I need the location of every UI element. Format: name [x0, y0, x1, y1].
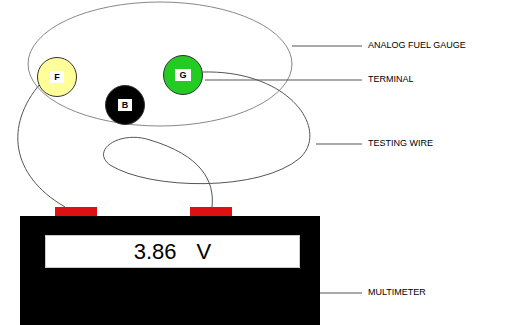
multimeter-display: 3.86 V: [45, 235, 300, 268]
terminal-circle: B: [105, 85, 145, 125]
testing-wire: [104, 72, 310, 207]
terminal-circle: G: [163, 55, 203, 95]
leader-line: [205, 80, 362, 81]
probe-terminal: [190, 207, 232, 216]
terminal-circle: F: [37, 57, 77, 97]
terminal-letter: F: [50, 71, 64, 83]
fuel-gauge-body: [28, 2, 292, 126]
probe-terminal: [55, 207, 97, 216]
leader-line: [292, 46, 362, 47]
testing-wire: [18, 84, 65, 207]
terminal-letter: B: [118, 99, 133, 111]
leader-line: [320, 293, 362, 294]
part-label: TESTING WIRE: [366, 138, 435, 148]
reading-text: V: [197, 239, 212, 265]
multimeter-body: [20, 216, 320, 325]
part-label: MULTIMETER: [366, 287, 428, 297]
reading-text: 3.86: [134, 239, 177, 265]
part-label: ANALOG FUEL GAUGE: [366, 40, 468, 50]
leader-line: [316, 144, 362, 145]
terminal-letter: G: [175, 69, 190, 81]
part-label: TERMINAL: [366, 74, 416, 84]
